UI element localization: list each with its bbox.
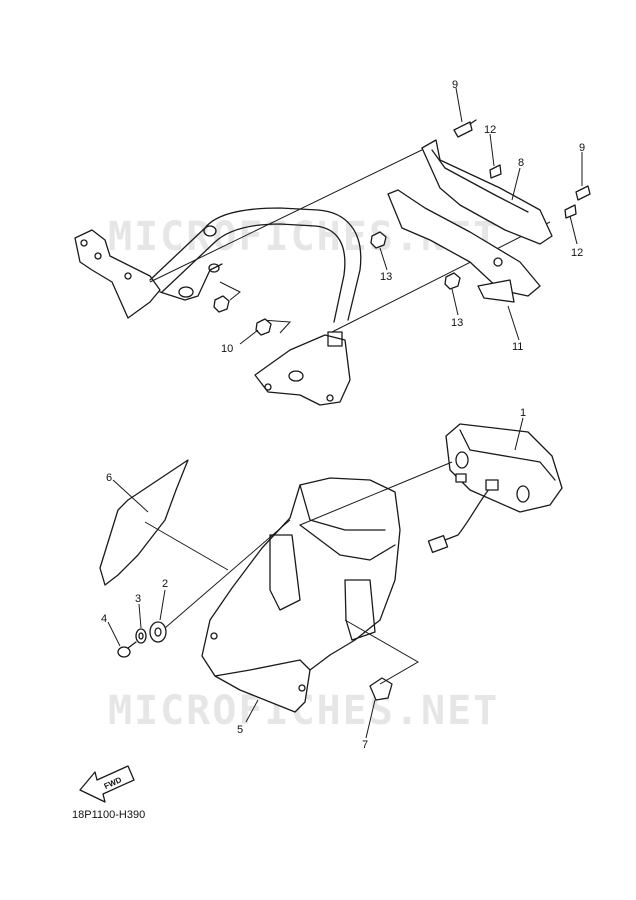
bracket-8	[421, 139, 553, 245]
callout-7: 7	[362, 739, 368, 751]
bracket-11	[387, 189, 541, 303]
bolt-12-top	[489, 164, 502, 179]
screw-4	[117, 641, 137, 658]
clip-7	[369, 677, 393, 701]
callout-10: 10	[221, 343, 233, 355]
callout-13-right: 13	[451, 317, 463, 329]
nut-13-left	[370, 231, 387, 249]
collar-3	[135, 628, 147, 644]
callout-11: 11	[512, 341, 523, 353]
bolt-9-right	[575, 185, 591, 201]
fwd-arrow-icon: FWD	[79, 765, 135, 803]
callout-2: 2	[162, 578, 168, 590]
nut-10-left	[213, 295, 230, 313]
callout-12-top: 12	[484, 124, 496, 136]
callout-9-right: 9	[579, 142, 585, 154]
nut-10-right	[255, 318, 272, 336]
nut-13-right	[444, 272, 461, 290]
bolt-12-right	[564, 204, 577, 219]
callout-4: 4	[101, 613, 107, 625]
grommet-2	[149, 621, 167, 643]
callout-3: 3	[135, 593, 141, 605]
bolt-9-top	[453, 119, 477, 138]
callout-1: 1	[520, 407, 526, 419]
callout-13-left: 13	[380, 271, 392, 283]
tail-light-1	[427, 423, 563, 554]
rear-fender-5	[201, 477, 401, 713]
callout-8: 8	[518, 157, 524, 169]
callout-6: 6	[106, 472, 112, 484]
callout-12-right: 12	[571, 247, 583, 259]
grab-bar-frame	[74, 145, 551, 406]
callout-5: 5	[237, 724, 243, 736]
flap-6	[99, 459, 189, 586]
diagram-code: 18P1100-H390	[72, 809, 145, 821]
callout-9-top: 9	[452, 79, 458, 91]
